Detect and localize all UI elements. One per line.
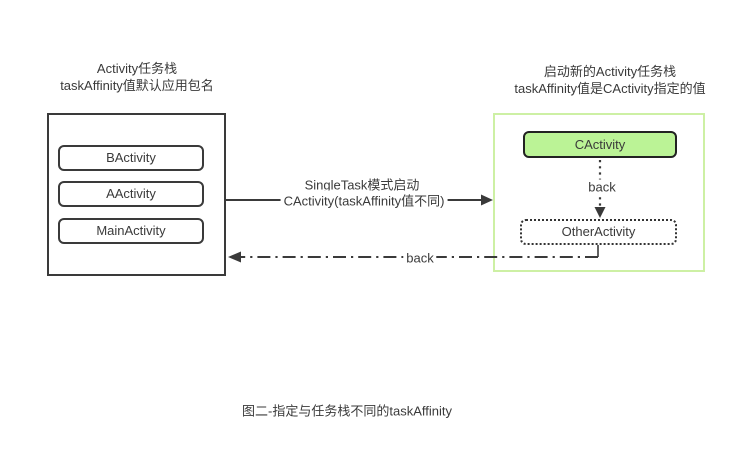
launch-arrow-head [481, 194, 493, 206]
right-stack-title-line2: taskAffinity值是CActivity指定的值 [514, 80, 706, 96]
activity-card-bactivity: BActivity [58, 145, 204, 171]
launch-arrow-label-line2: CActivity(taskAffinity值不同) [280, 190, 448, 210]
left-stack-title-line2: taskAffinity值默认应用包名 [60, 77, 214, 93]
right-stack-title: 启动新的Activity任务栈 taskAffinity值是CActivity指… [514, 64, 705, 97]
launch-arrow-label-line1: SingleTask模式启动 [304, 177, 420, 193]
new-task-stack-box: CActivity OtherActivity [493, 113, 705, 272]
back-dashdot-arrow-head [228, 251, 241, 263]
left-stack-title: Activity任务栈 taskAffinity值默认应用包名 [60, 61, 214, 94]
activity-card-mainactivity: MainActivity [58, 218, 204, 244]
default-task-stack-box: BActivity AActivity MainActivity [47, 113, 226, 276]
right-stack-title-line1: 启动新的Activity任务栈 [543, 64, 677, 79]
back-horizontal-label: back [403, 250, 437, 266]
left-stack-title-line1: Activity任务栈 [96, 61, 178, 76]
activity-card-cactivity: CActivity [523, 131, 677, 158]
back-vertical-label: back [585, 179, 619, 195]
figure-caption: 图二-指定与任务栈不同的taskAffinity [242, 403, 452, 419]
activity-card-otheractivity: OtherActivity [520, 219, 677, 245]
activity-card-aactivity: AActivity [58, 181, 204, 207]
